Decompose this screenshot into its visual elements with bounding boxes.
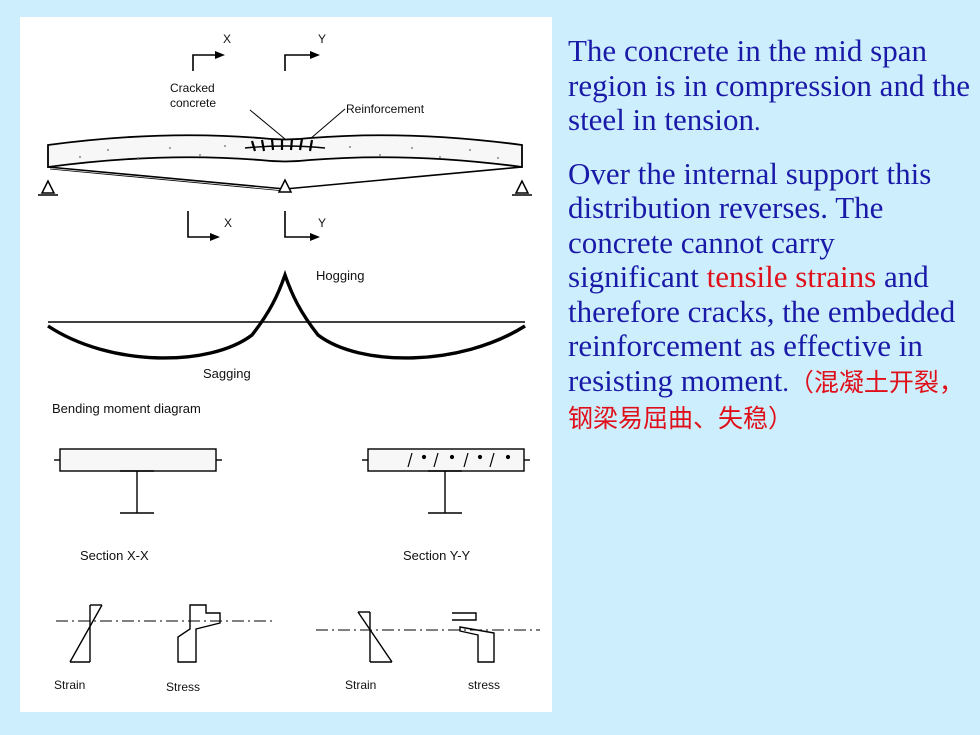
- section-mark-x-top: X: [223, 32, 231, 46]
- strain-diagram-x: [56, 604, 275, 663]
- strain-diagram-y: [316, 611, 540, 663]
- paragraph-support-text-1: Over the internal support this distribut…: [568, 155, 932, 225]
- section-arrow-y-bottom: [284, 211, 320, 241]
- stress-diagram-y: [452, 612, 495, 663]
- bmd-title: Bending moment diagram: [52, 401, 201, 416]
- strain-label-x: Strain: [54, 678, 85, 692]
- cracked-concrete-label-1: Cracked: [170, 81, 215, 95]
- section-xx-label: Section X-X: [80, 548, 149, 563]
- cracked-concrete-label-2: concrete: [170, 96, 216, 110]
- section-yy-label: Section Y-Y: [403, 548, 471, 563]
- reinforcement-leader: [309, 108, 346, 140]
- sagging-label: Sagging: [203, 366, 251, 381]
- section-arrow-x-top: [192, 51, 225, 71]
- stress-label-x: Stress: [166, 680, 200, 694]
- section-mark-y-top: Y: [318, 32, 326, 46]
- bending-moment-diagram: [47, 269, 526, 360]
- section-yy-drawing: [362, 448, 530, 514]
- support-left: [38, 179, 58, 196]
- section-mark-x-bottom: X: [224, 216, 232, 230]
- section-arrow-x-bottom: [187, 211, 220, 241]
- chinese-note: （混凝土开裂，钢梁易屈曲、失稳）: [568, 367, 964, 434]
- reinforcement-label: Reinforcement: [346, 102, 425, 116]
- cracked-concrete-leader: [249, 109, 286, 140]
- stress-label-y: stress: [468, 678, 500, 692]
- paragraph-midspan-text: The concrete in the mid span region is i…: [568, 33, 971, 137]
- paragraph-support-text-3: and therefore cracks, the embedded reinf…: [568, 259, 956, 398]
- paragraph-midspan-period: .: [753, 107, 761, 136]
- stress-diagram-x: [177, 604, 221, 663]
- strain-label-y: Strain: [345, 678, 376, 692]
- paragraph-midspan: The concrete in the mid span region is i…: [568, 33, 973, 140]
- paragraph-support: Over the internal support this distribut…: [568, 155, 973, 437]
- hogging-label: Hogging: [316, 268, 364, 283]
- tensile-strains-highlight: tensile strains: [706, 259, 877, 294]
- section-mark-y-bottom: Y: [318, 216, 326, 230]
- section-arrow-y-top: [284, 51, 320, 71]
- explanation-text: The concrete in the mid span region is i…: [568, 33, 973, 437]
- section-xx-drawing: [54, 448, 222, 514]
- paragraph-support-period: .: [782, 367, 789, 397]
- composite-beam-figure: X Y Cracked concrete Reinforcement: [20, 17, 552, 712]
- support-right: [512, 179, 532, 196]
- support-middle: [277, 178, 293, 193]
- paragraph-support-text-2: . The concrete cannot carry significant: [568, 190, 884, 294]
